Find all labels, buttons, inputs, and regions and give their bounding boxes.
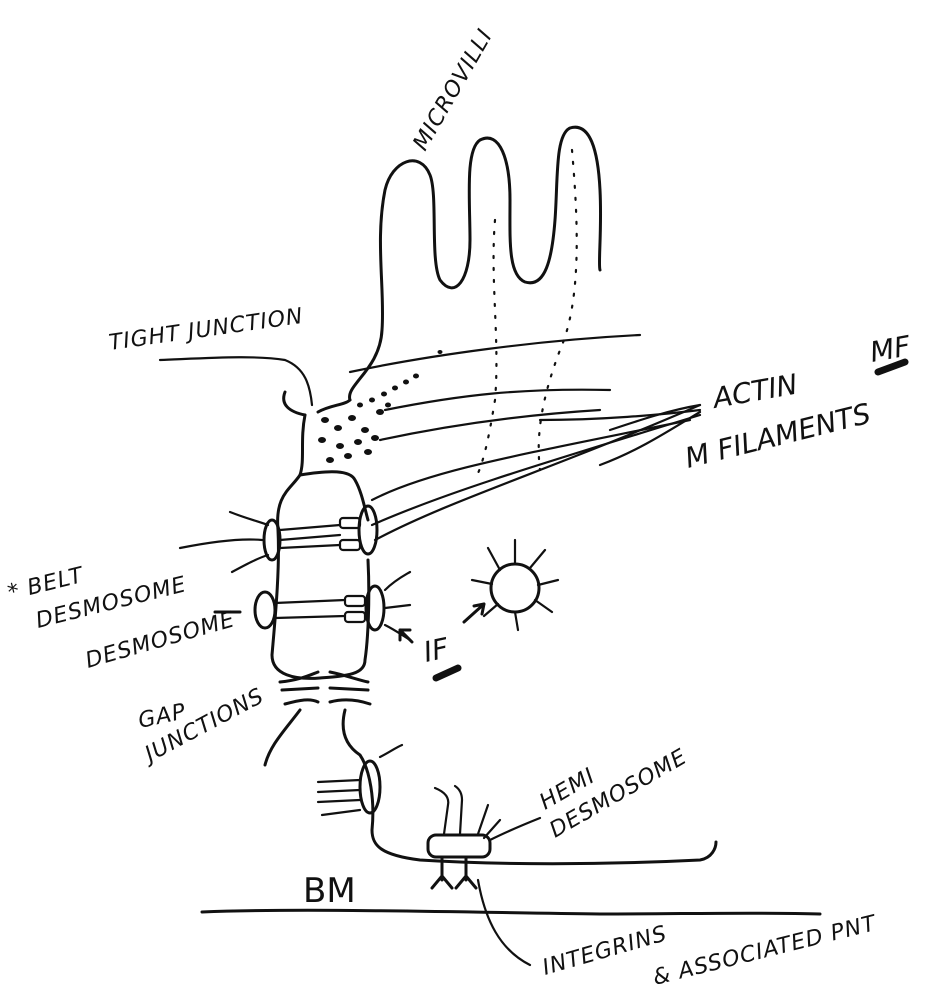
intermediate-filament-star xyxy=(464,540,558,630)
label-microvilli: MICROVILLI xyxy=(409,25,499,155)
label-tight-junction: TIGHT JUNCTION xyxy=(107,304,305,356)
belt-desmosome-leader xyxy=(180,539,262,548)
microvillus-actin-core xyxy=(539,150,577,470)
tight-junction-left-lip xyxy=(284,392,305,415)
hemidesmosome xyxy=(428,786,540,888)
basement-membrane-line xyxy=(202,910,820,914)
label-actin: ACTIN xyxy=(709,368,800,416)
label-mf: MF xyxy=(867,329,913,369)
label-if: IF xyxy=(421,631,453,669)
label-m-filaments: M FILAMENTS xyxy=(682,397,874,475)
spot-desmosome xyxy=(215,572,412,642)
lower-junction-lines xyxy=(380,745,402,757)
label-associated-pnt: & ASSOCIATED PNT xyxy=(650,911,879,991)
integrins-leader xyxy=(478,880,530,965)
if-underline xyxy=(436,668,458,678)
label-integrins: INTEGRINS xyxy=(540,921,670,980)
microvilli-outline xyxy=(350,127,601,400)
actin-filaments xyxy=(350,335,700,540)
label-bm: BM xyxy=(303,871,356,911)
tight-junction-leader xyxy=(160,357,312,405)
